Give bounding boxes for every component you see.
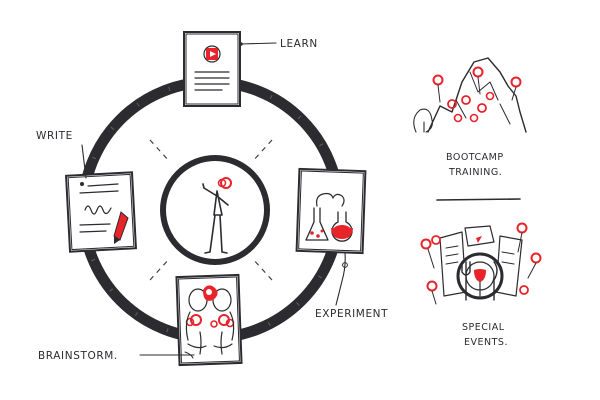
experiment-card: EXPERIMENT: [295, 167, 388, 320]
center-figure: [160, 155, 270, 265]
stick-figure-icon: [202, 177, 232, 254]
learn-label: LEARN: [280, 38, 318, 50]
bootcamp-training: BOOTCAMP TRAINING.: [413, 57, 527, 178]
write-card: WRITE: [36, 130, 137, 253]
lab-flask-icon: [305, 192, 353, 242]
bootcamp-mountain-icon: [413, 57, 527, 133]
experiment-label: EXPERIMENT: [315, 308, 388, 320]
learn-card: LEARN: [183, 31, 318, 107]
play-document-icon: [194, 45, 230, 91]
write-label: WRITE: [36, 130, 73, 142]
events-label-line2: EVENTS.: [464, 337, 508, 348]
section-divider: [436, 198, 521, 201]
brainstorm-card: BRAINSTORM.: [38, 273, 243, 367]
dinner-plate-icon: [420, 222, 542, 305]
bootcamp-label-line1: BOOTCAMP: [446, 152, 504, 163]
writing-document-icon: [79, 182, 129, 244]
events-label-line1: SPECIAL: [462, 322, 505, 333]
special-events: SPECIAL EVENTS.: [420, 222, 542, 348]
bootcamp-label-line2: TRAINING.: [448, 167, 502, 178]
brainstorm-label: BRAINSTORM.: [38, 350, 118, 362]
brainstorm-people-icon: [185, 285, 235, 355]
